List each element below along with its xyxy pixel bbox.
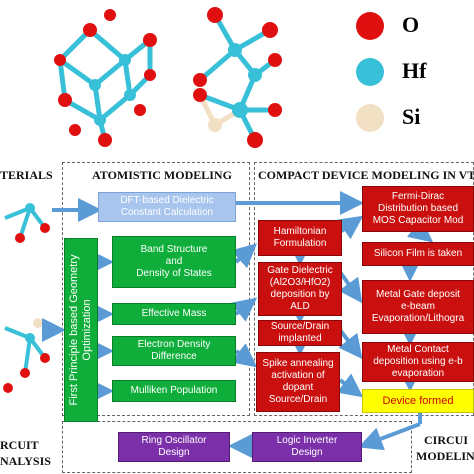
ring-oscillator-box: Ring Oscillator Design xyxy=(118,432,230,462)
silicon-legend-label: Si xyxy=(402,104,421,129)
source-drain-box: Source/Drain implanted xyxy=(258,320,342,346)
first-principle-box: First Principle based Geometry Optimizat… xyxy=(64,238,98,422)
compact-section-title: COMPACT DEVICE MODELING IN VT xyxy=(258,168,474,182)
circuit-frame xyxy=(62,421,412,473)
circuit-left-title: RCUIT xyxy=(0,438,39,452)
circuit-right-title: CIRCUI xyxy=(424,433,469,447)
silicon-film-box: Silicon Film is taken xyxy=(362,242,474,266)
hafnium-legend-label: Hf xyxy=(402,58,427,83)
modeling-right-title: MODELIN xyxy=(416,449,474,463)
hamiltonian-box: Hamiltonian Formulation xyxy=(258,220,342,256)
logic-inverter-box: Logic Inverter Design xyxy=(252,432,362,462)
mulliken-box: Mulliken Population xyxy=(112,380,236,402)
fermi-dirac-box: Fermi-Dirac Distribution based MOS Capac… xyxy=(362,186,474,232)
band-structure-box: Band Structure and Density of States xyxy=(112,236,236,288)
dft-calculation-box: DFT-based Dielectric Constant Calculatio… xyxy=(98,192,236,222)
first-principle-label: First Principle based Geometry Optimizat… xyxy=(68,254,93,406)
hfo2-molecule-image xyxy=(54,7,282,148)
oxygen-legend-label: O xyxy=(402,12,420,37)
materials-molecule-images xyxy=(3,203,50,393)
metal-contact-box: Metal Contact deposition using e-b evapo… xyxy=(362,342,474,382)
gate-dielectric-box: Gate Dielectric (Al2O3/HfO2) deposition … xyxy=(258,262,342,316)
hafnium-legend-dot xyxy=(356,58,384,86)
spike-annealing-box: Spike annealing activation of dopant Sou… xyxy=(256,352,340,412)
silicon-legend-dot xyxy=(356,104,384,132)
electron-density-box: Electron Density Difference xyxy=(112,336,236,366)
analysis-left-title: NALYSIS xyxy=(0,454,51,468)
effective-mass-box: Effective Mass xyxy=(112,303,236,325)
materials-section-title: TERIALS xyxy=(0,168,53,182)
atomistic-frame xyxy=(62,162,250,416)
oxygen-legend-dot xyxy=(356,12,384,40)
atomistic-section-title: ATOMISTIC MODELING xyxy=(92,168,232,182)
metal-gate-box: Metal Gate deposit e-beam Evaporation/Li… xyxy=(362,280,474,334)
device-formed-box: Device formed xyxy=(362,389,474,413)
